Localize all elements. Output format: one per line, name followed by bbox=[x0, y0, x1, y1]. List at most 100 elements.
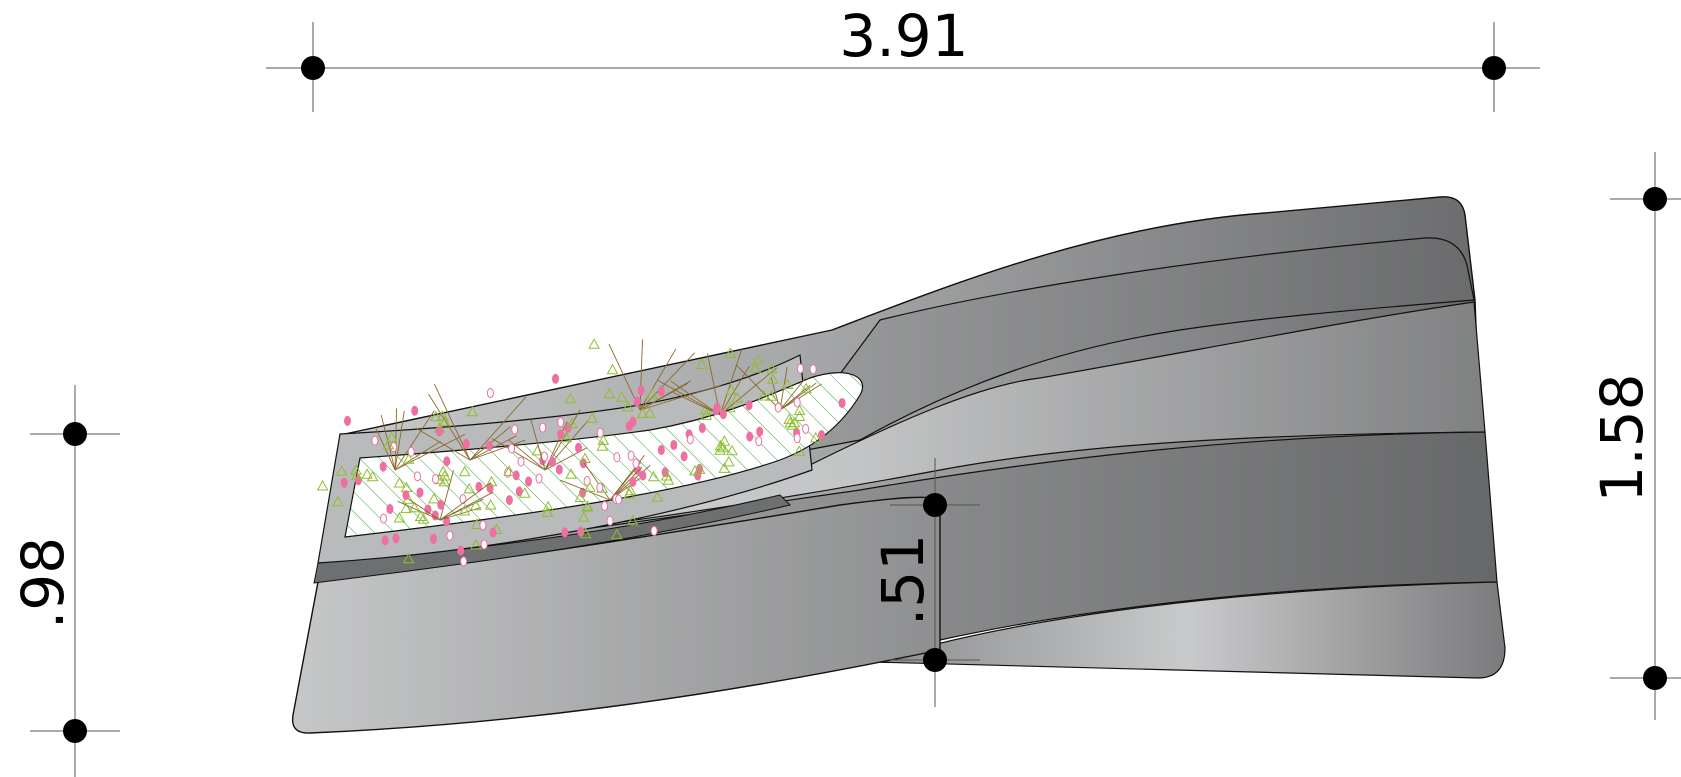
dimension-label-middle-height: .51 bbox=[869, 534, 937, 626]
dimension-endpoint-marker bbox=[923, 493, 947, 517]
flower-blossom bbox=[719, 409, 727, 420]
upper-dark-band bbox=[778, 237, 1475, 456]
flower-blossom bbox=[713, 402, 721, 413]
shrub-leaf bbox=[331, 495, 344, 507]
shrub-leaf bbox=[437, 465, 450, 477]
shrub-leaf bbox=[793, 410, 806, 421]
flower-blossom bbox=[436, 426, 443, 437]
flower-blossom bbox=[511, 424, 519, 435]
shrub-branch bbox=[639, 380, 692, 411]
flower-blossom bbox=[680, 451, 688, 462]
flower-blossom bbox=[485, 440, 493, 451]
shrub-leaf bbox=[579, 527, 592, 539]
shrub-branch bbox=[530, 419, 546, 471]
shrub-branch bbox=[380, 414, 396, 471]
flower-blossom bbox=[746, 431, 754, 442]
flower-blossom bbox=[686, 434, 694, 445]
dimension-middle-height: .51 bbox=[869, 458, 980, 707]
shrub-leaf bbox=[393, 511, 406, 523]
flower-blossom bbox=[796, 363, 804, 374]
flower-blossom bbox=[632, 458, 640, 469]
shrub-leaf bbox=[417, 513, 430, 524]
shrub-leaf bbox=[584, 481, 596, 492]
flower-blossom bbox=[515, 486, 523, 497]
flower-blossom bbox=[629, 416, 637, 427]
planting-bed-hatch bbox=[344, 372, 864, 538]
shrub-leaf bbox=[765, 362, 778, 374]
shrub-leaf bbox=[718, 435, 731, 446]
shrub-leaf bbox=[783, 413, 796, 424]
shrub-leaf bbox=[335, 465, 348, 476]
shrub-leaf bbox=[385, 431, 398, 443]
shrub-leaf bbox=[700, 409, 713, 420]
shrub-leaf bbox=[636, 407, 649, 419]
shrub-leaf bbox=[484, 499, 497, 510]
flower-blossom bbox=[575, 442, 582, 453]
flower-blossom bbox=[486, 388, 494, 398]
shrub-leaf bbox=[793, 404, 806, 415]
shrub-leaf bbox=[503, 465, 516, 476]
shrub-leaf bbox=[610, 528, 623, 540]
dimension-left-height: .98 bbox=[9, 385, 120, 777]
flower-blossom bbox=[596, 427, 604, 438]
shrub-leaf bbox=[438, 469, 451, 481]
flower-blossom bbox=[657, 386, 665, 397]
shrub-leaf bbox=[623, 487, 636, 499]
dimension-overall-width: 3.91 bbox=[266, 2, 1540, 112]
flower-blossom bbox=[517, 456, 525, 467]
shrub-leaf bbox=[800, 382, 812, 394]
shrub-branch bbox=[639, 384, 721, 411]
shrub-branch bbox=[394, 410, 435, 471]
flower-blossom bbox=[459, 494, 467, 505]
shrub-branch bbox=[639, 352, 696, 411]
shrub-leaf bbox=[718, 462, 731, 473]
flower-blossom bbox=[457, 545, 465, 556]
shrub-branch bbox=[439, 498, 484, 521]
flower-blossom bbox=[606, 515, 614, 526]
shrub-leaf bbox=[793, 445, 806, 456]
flower-blossom bbox=[555, 464, 563, 475]
flower-blossom bbox=[489, 527, 497, 538]
shrub-branch bbox=[735, 364, 781, 411]
flower-blossom bbox=[818, 430, 825, 441]
flower-blossom bbox=[407, 446, 415, 457]
flower-blossom bbox=[698, 423, 706, 433]
shrub-leaf bbox=[781, 378, 794, 389]
sculpted-body bbox=[291, 196, 1506, 734]
shrub-branch bbox=[469, 396, 527, 461]
shrub-leaf bbox=[724, 401, 736, 413]
dimension-endpoint-marker bbox=[1482, 56, 1506, 80]
flower-blossom bbox=[633, 396, 641, 407]
shrub-leaf bbox=[458, 465, 471, 477]
shrub-leaf bbox=[731, 392, 744, 403]
flower-blossom bbox=[639, 470, 647, 481]
shrub-leaf bbox=[624, 484, 637, 496]
shrub-leaf bbox=[622, 400, 634, 412]
shrub-branch bbox=[657, 380, 721, 416]
shrub-leaf bbox=[361, 468, 373, 479]
shrub-leaf bbox=[646, 388, 659, 399]
flower-blossom bbox=[371, 435, 379, 446]
flower-blossom bbox=[583, 475, 591, 486]
flower-blossom bbox=[756, 426, 764, 437]
shrub-leaf bbox=[788, 416, 801, 428]
shrub-leaf bbox=[651, 491, 664, 502]
shrub-leaf bbox=[603, 387, 616, 399]
shrub-leaf bbox=[382, 438, 395, 450]
shrub-leaf bbox=[566, 417, 578, 429]
shrub-leaf bbox=[541, 506, 554, 517]
dimension-label-left-height: .98 bbox=[9, 537, 77, 629]
shrub-leaf bbox=[725, 384, 738, 395]
shrub-leaf bbox=[717, 441, 729, 453]
shrub-branch bbox=[415, 427, 471, 461]
shrub-leaf bbox=[574, 491, 587, 502]
shrub-branch bbox=[719, 348, 743, 416]
flower-blossom bbox=[809, 364, 817, 375]
flower-blossom bbox=[392, 533, 400, 544]
flower-blossom bbox=[446, 530, 454, 541]
shrub-leaf bbox=[393, 476, 406, 488]
shrub-leaf bbox=[436, 410, 449, 421]
flower-blossom bbox=[479, 520, 487, 531]
shrub-leaf bbox=[366, 470, 379, 482]
flower-blossom bbox=[535, 473, 543, 484]
